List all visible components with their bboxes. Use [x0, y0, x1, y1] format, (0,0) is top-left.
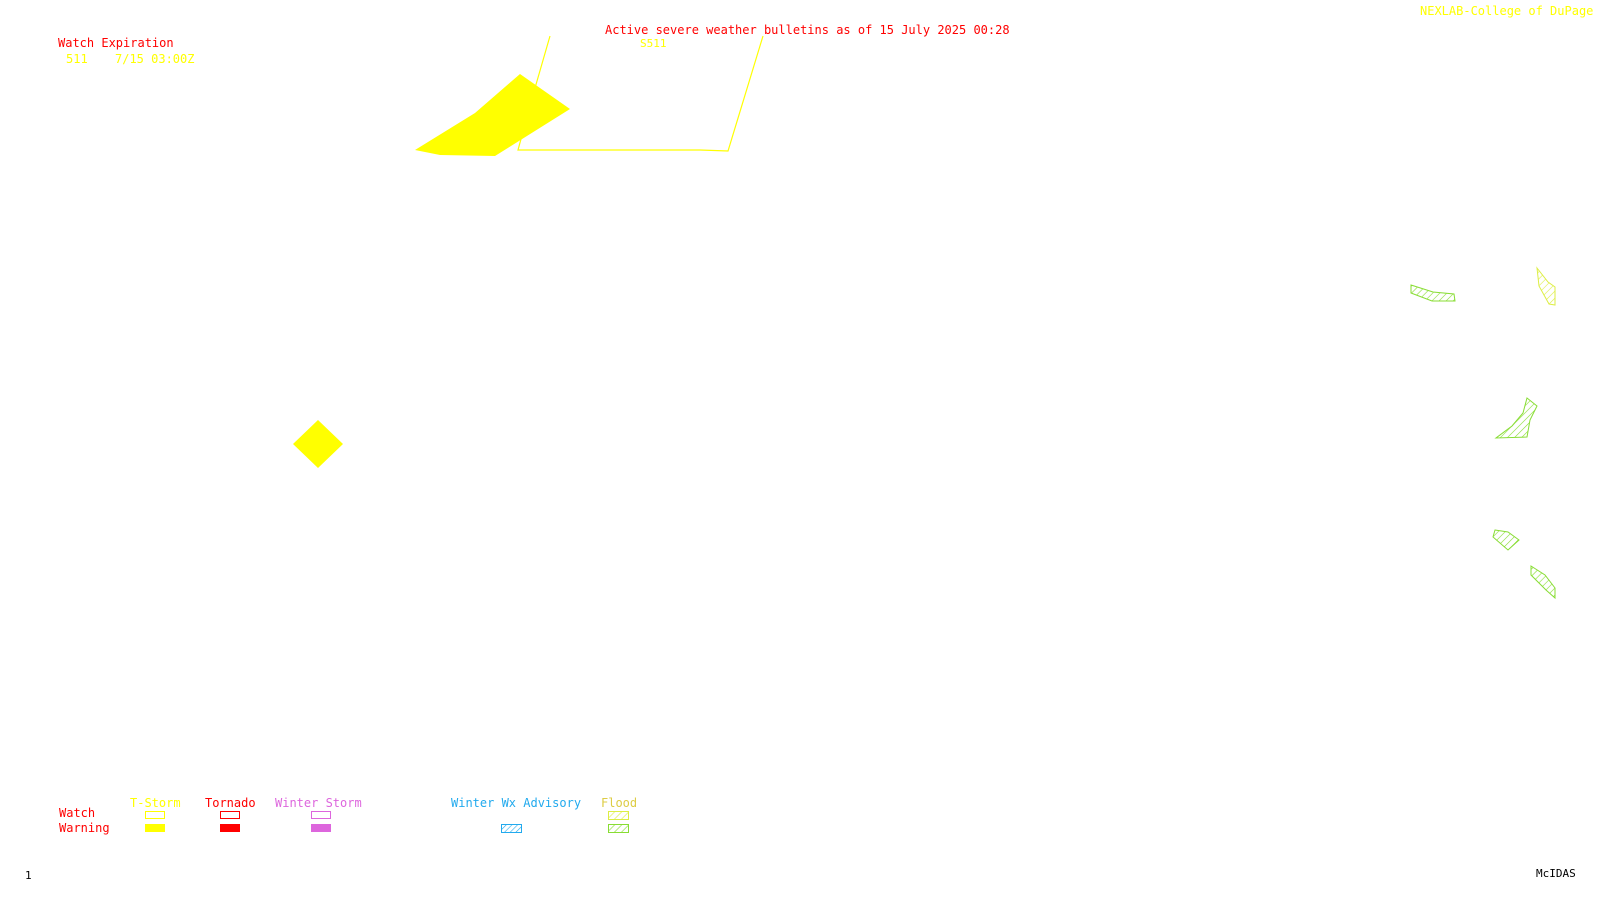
- tstorm-warning-polygon: [415, 74, 570, 156]
- legend-winter-advisory-swatch: [501, 824, 522, 833]
- legend-watch-row-label: Watch: [59, 806, 96, 820]
- legend-flood-warning-swatch: [608, 824, 629, 833]
- legend-winter-storm-watch-swatch: [311, 811, 331, 819]
- watch-label: S511: [640, 37, 667, 50]
- flood-warning-polygon: [1530, 565, 1556, 600]
- legend-tstorm-label: T-Storm: [130, 796, 181, 810]
- flood-warning-polygon: [1536, 266, 1556, 306]
- legend-tstorm-watch-swatch: [145, 811, 165, 819]
- legend-flood-label: Flood: [601, 796, 638, 810]
- flood-warning-polygon: [1494, 397, 1538, 439]
- software-label: McIDAS: [1536, 867, 1576, 880]
- legend-winter-advisory-label: Winter Wx Advisory: [451, 796, 582, 810]
- legend-warning-row-label: Warning: [59, 821, 110, 835]
- flood-warning-polygon: [1410, 284, 1456, 302]
- watch-number: 511: [66, 52, 88, 66]
- legend-winter-storm-label: Winter Storm: [275, 796, 362, 810]
- legend-tornado-label: Tornado: [205, 796, 256, 810]
- legend-tornado-warning-swatch: [220, 824, 240, 832]
- watch-expiry-time: 7/15 03:00Z: [115, 52, 195, 66]
- watch-expiration-heading: Watch Expiration: [58, 36, 174, 50]
- legend-tstorm-warning-swatch: [145, 824, 165, 832]
- tstorm-warning-polygon: [293, 420, 343, 468]
- legend-tornado-watch-swatch: [220, 811, 240, 819]
- bulletin-title: Active severe weather bulletins as of 15…: [605, 23, 1010, 37]
- credit-text: NEXLAB-College of DuPage R: [1420, 4, 1600, 18]
- frame-number: 1: [25, 869, 32, 882]
- legend-flood-watch-swatch: [608, 811, 629, 820]
- tstorm-watch-outline: [517, 35, 764, 152]
- flood-warning-polygon: [1492, 529, 1520, 551]
- legend-winter-storm-warning-swatch: [311, 824, 331, 832]
